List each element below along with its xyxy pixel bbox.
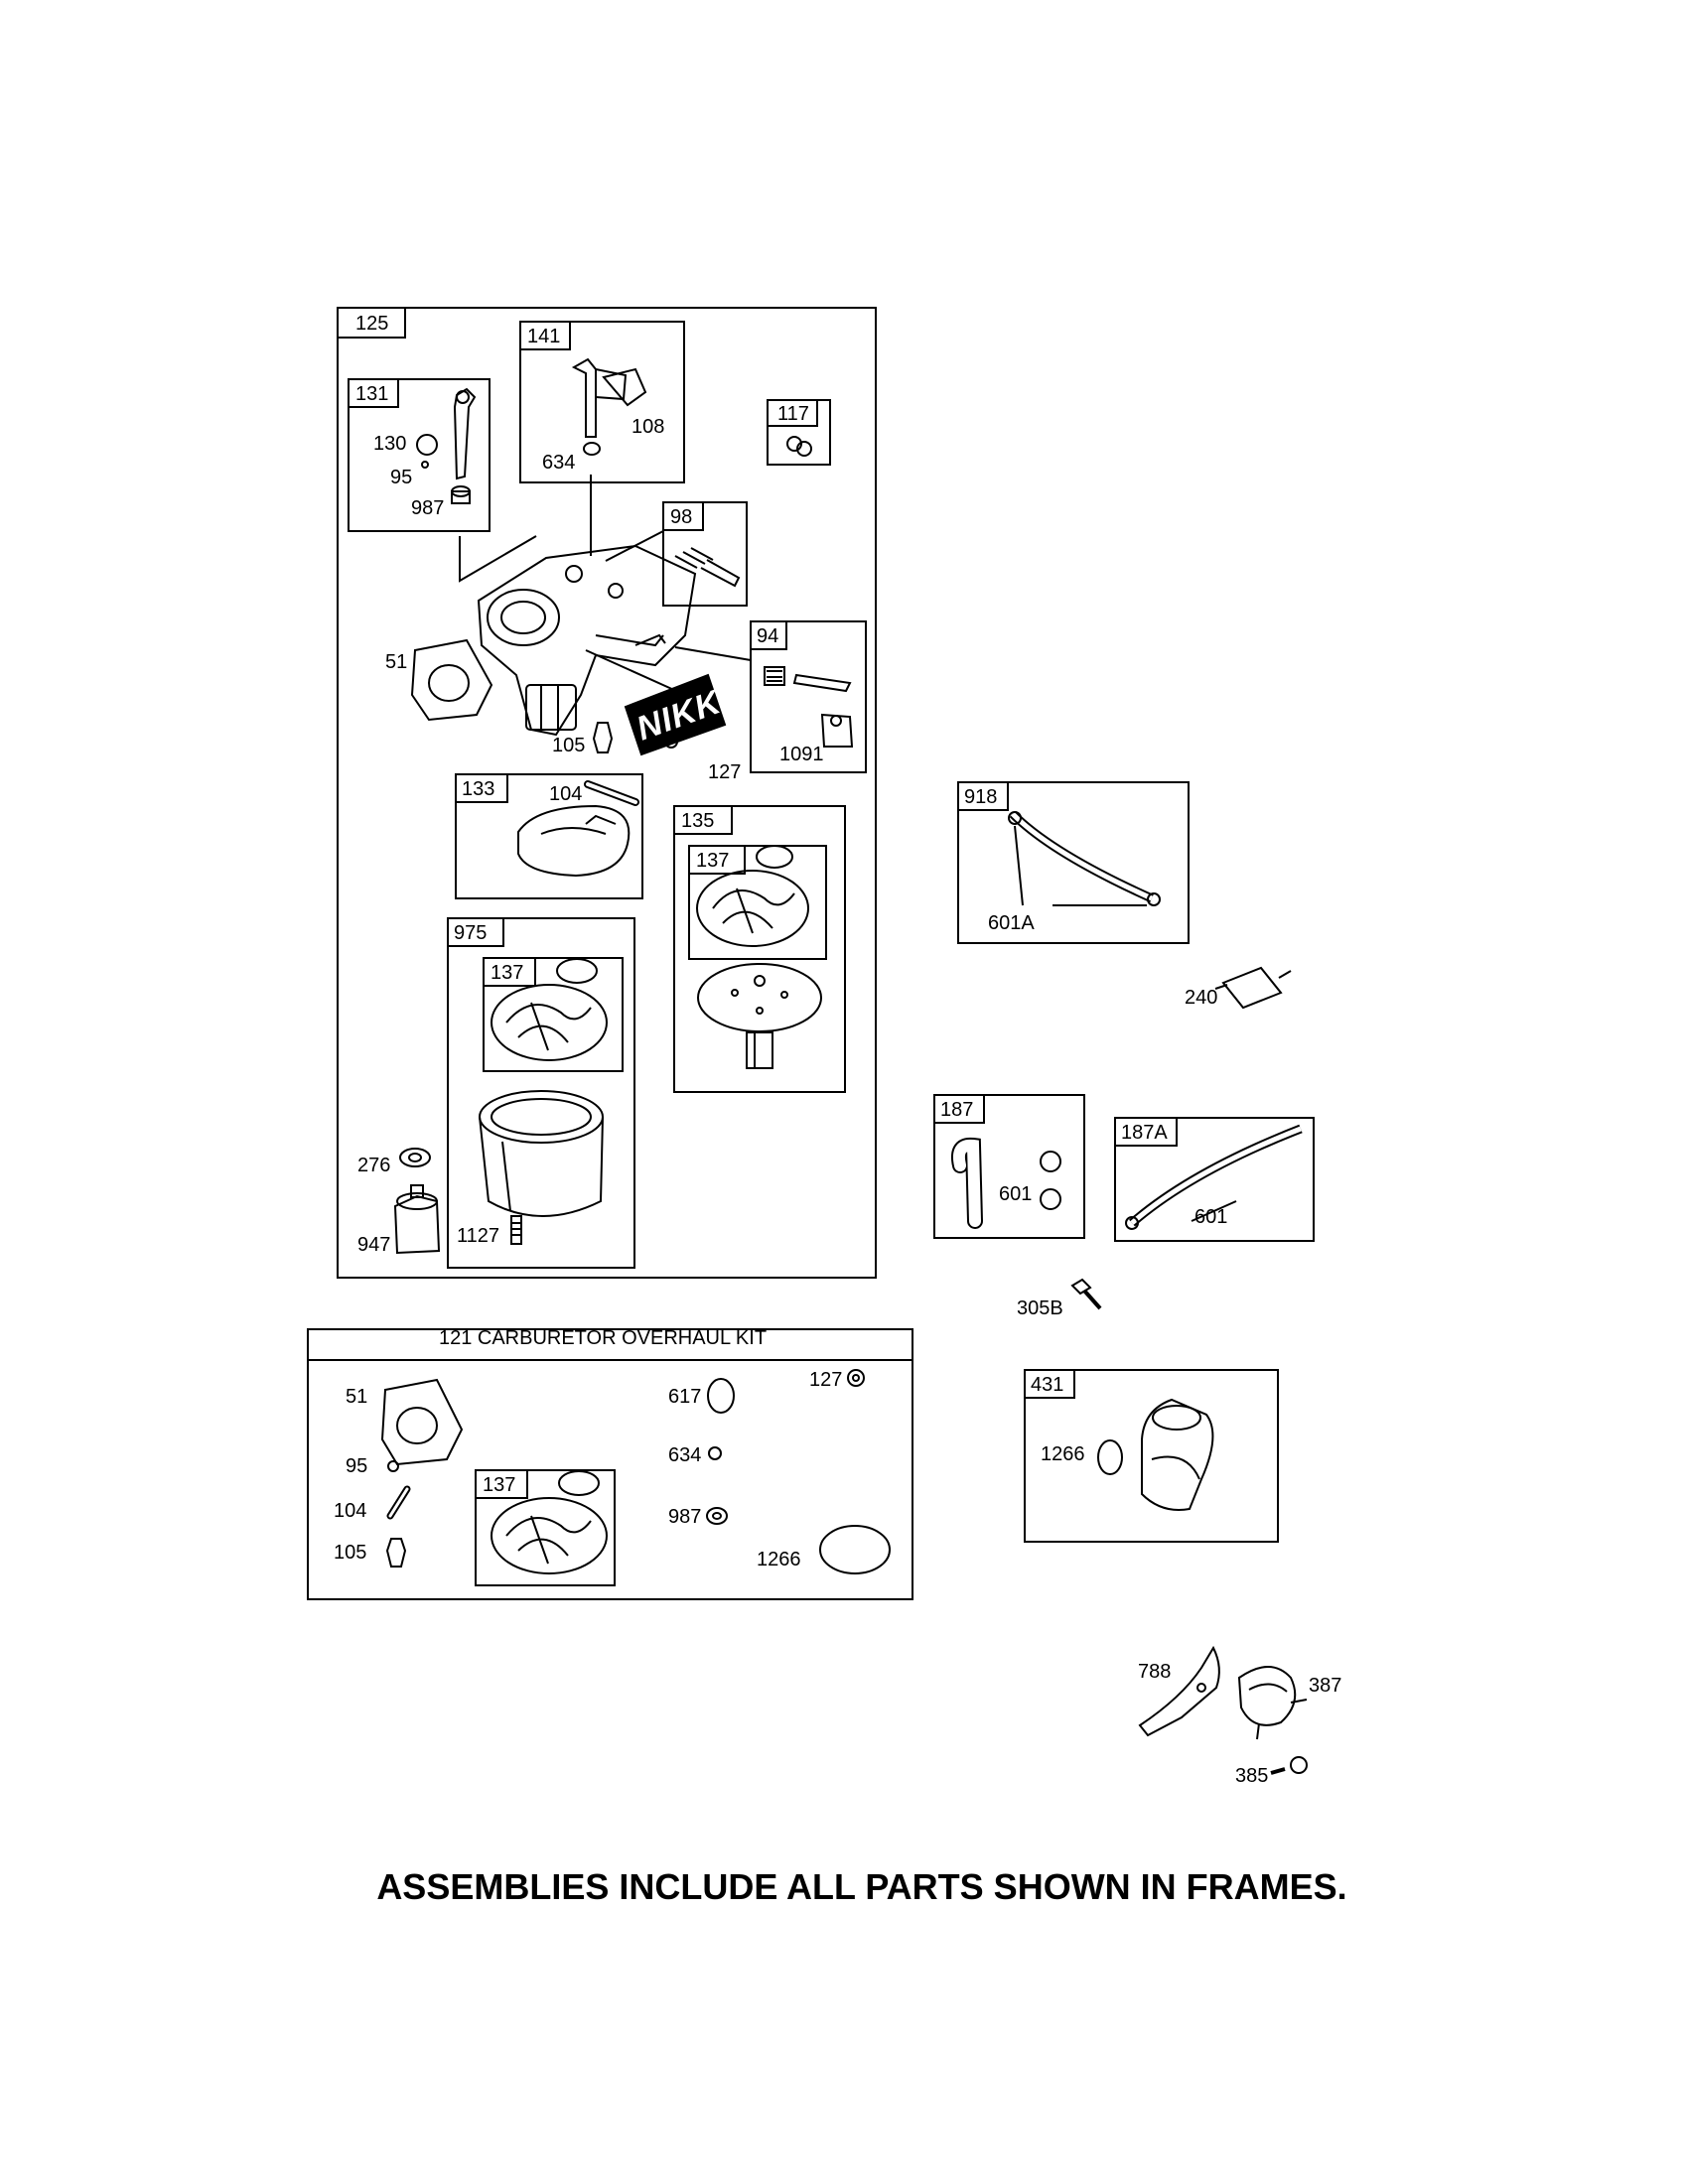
frame-tag-133: 133 bbox=[462, 778, 495, 800]
frame-975 bbox=[447, 917, 635, 1269]
kit-label-105: 105 bbox=[334, 1542, 367, 1564]
frame-135 bbox=[673, 805, 846, 1093]
frame-141 bbox=[519, 321, 685, 483]
frame-tag-975: 975 bbox=[454, 922, 488, 944]
part-label-51: 51 bbox=[385, 651, 408, 673]
part-label-105: 105 bbox=[552, 735, 586, 756]
kit-label-51: 51 bbox=[346, 1386, 368, 1408]
gasket-51 bbox=[410, 638, 493, 722]
frame-tag-137a: 137 bbox=[696, 850, 730, 872]
frame-kit bbox=[307, 1328, 913, 1600]
part-label-127: 127 bbox=[708, 761, 742, 783]
part-label-601a: 601A bbox=[988, 912, 1035, 934]
frame-431 bbox=[1024, 1369, 1279, 1543]
kit-label-634: 634 bbox=[668, 1444, 702, 1466]
frame-tag-187: 187 bbox=[940, 1099, 974, 1121]
frame-133 bbox=[455, 773, 643, 899]
part-label-1091: 1091 bbox=[779, 744, 824, 765]
part-label-387: 387 bbox=[1309, 1675, 1342, 1697]
frame-tag-137c: 137 bbox=[483, 1474, 516, 1496]
part-label-947: 947 bbox=[357, 1234, 391, 1256]
frame-187 bbox=[933, 1094, 1085, 1239]
frame-tag-125: 125 bbox=[355, 313, 389, 335]
frame-98 bbox=[662, 501, 748, 607]
frame-131 bbox=[348, 378, 491, 532]
frame-tag-117: 117 bbox=[777, 403, 809, 425]
part-label-987: 987 bbox=[411, 497, 445, 519]
kit-gasket-51 bbox=[380, 1378, 464, 1466]
part-label-305b: 305B bbox=[1017, 1297, 1063, 1319]
frame-918 bbox=[957, 781, 1190, 944]
frame-137a bbox=[688, 845, 827, 960]
kit-label-1266: 1266 bbox=[757, 1549, 801, 1570]
part-label-240: 240 bbox=[1185, 987, 1218, 1009]
part-label-276: 276 bbox=[357, 1155, 391, 1176]
kit-label-95: 95 bbox=[346, 1455, 368, 1477]
frame-137b bbox=[483, 957, 624, 1072]
kit-title: 121 CARBURETOR OVERHAUL KIT bbox=[438, 1327, 768, 1349]
part-label-601-frame187a: 601 bbox=[1194, 1206, 1228, 1228]
part-label-385: 385 bbox=[1235, 1765, 1269, 1787]
part-label-634: 634 bbox=[542, 452, 576, 474]
nikki-decal bbox=[624, 673, 727, 756]
part-label-130: 130 bbox=[373, 433, 407, 455]
frame-tag-137b: 137 bbox=[491, 962, 524, 984]
frame-tag-918: 918 bbox=[964, 786, 998, 808]
part-label-104: 104 bbox=[549, 783, 583, 805]
kit-label-987: 987 bbox=[668, 1506, 702, 1528]
frame-tag-98: 98 bbox=[670, 506, 693, 528]
frame-137c bbox=[475, 1469, 616, 1586]
part-label-108: 108 bbox=[632, 416, 665, 438]
kit-label-104: 104 bbox=[334, 1500, 367, 1522]
part-label-1127: 1127 bbox=[457, 1225, 500, 1247]
frame-94 bbox=[750, 620, 867, 773]
frame-tag-141: 141 bbox=[527, 326, 561, 347]
kit-label-617: 617 bbox=[668, 1386, 702, 1408]
part-label-601-frame187: 601 bbox=[999, 1183, 1033, 1205]
part-label-788: 788 bbox=[1138, 1661, 1172, 1683]
part-label-1266: 1266 bbox=[1041, 1443, 1085, 1465]
frame-tag-187a: 187A bbox=[1121, 1122, 1168, 1144]
frame-tag-431: 431 bbox=[1031, 1374, 1064, 1396]
frame-187a bbox=[1114, 1117, 1315, 1242]
footer-note: ASSEMBLIES INCLUDE ALL PARTS SHOWN IN FR… bbox=[376, 1866, 1347, 1907]
kit-label-127: 127 bbox=[809, 1369, 843, 1391]
frame-tag-135: 135 bbox=[681, 810, 715, 832]
frame-tag-94: 94 bbox=[757, 625, 779, 647]
frame-tag-131: 131 bbox=[355, 383, 389, 405]
frame-125 bbox=[337, 307, 877, 1279]
part-label-95: 95 bbox=[390, 467, 413, 488]
